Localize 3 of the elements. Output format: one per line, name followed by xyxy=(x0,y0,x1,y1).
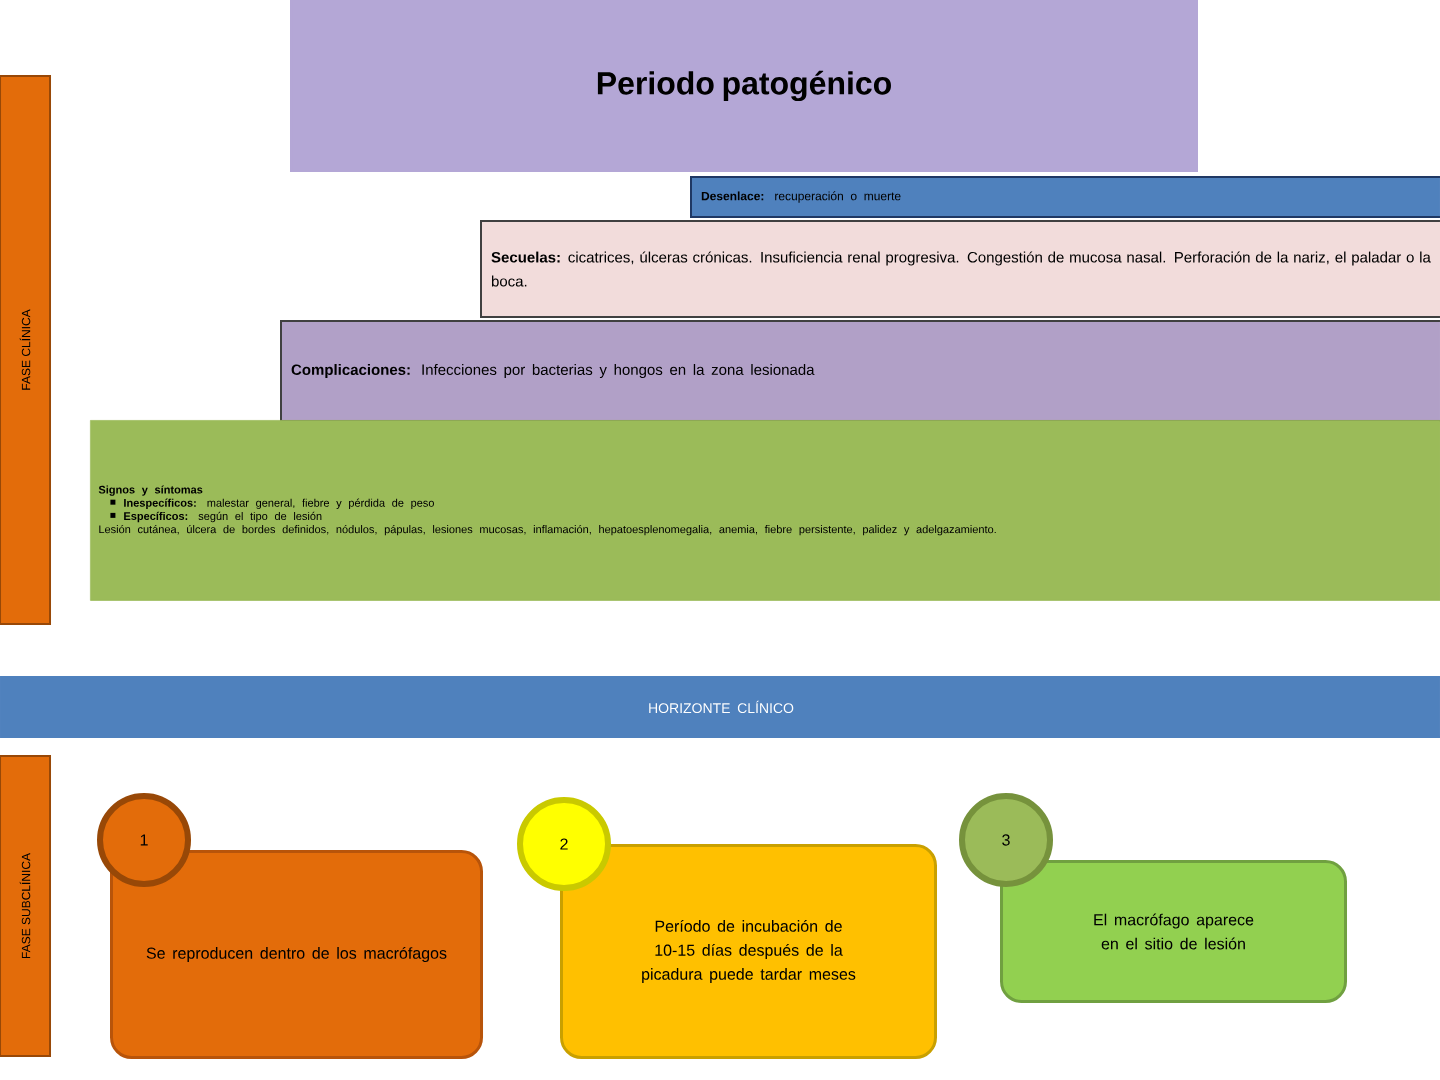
stage-box: Se reproducen dentro de los macrófagos xyxy=(110,850,483,1059)
stage-box: El macrófago aparece en el sitio de lesión xyxy=(1000,860,1347,1003)
title-box: Periodo patogénico xyxy=(290,0,1198,172)
